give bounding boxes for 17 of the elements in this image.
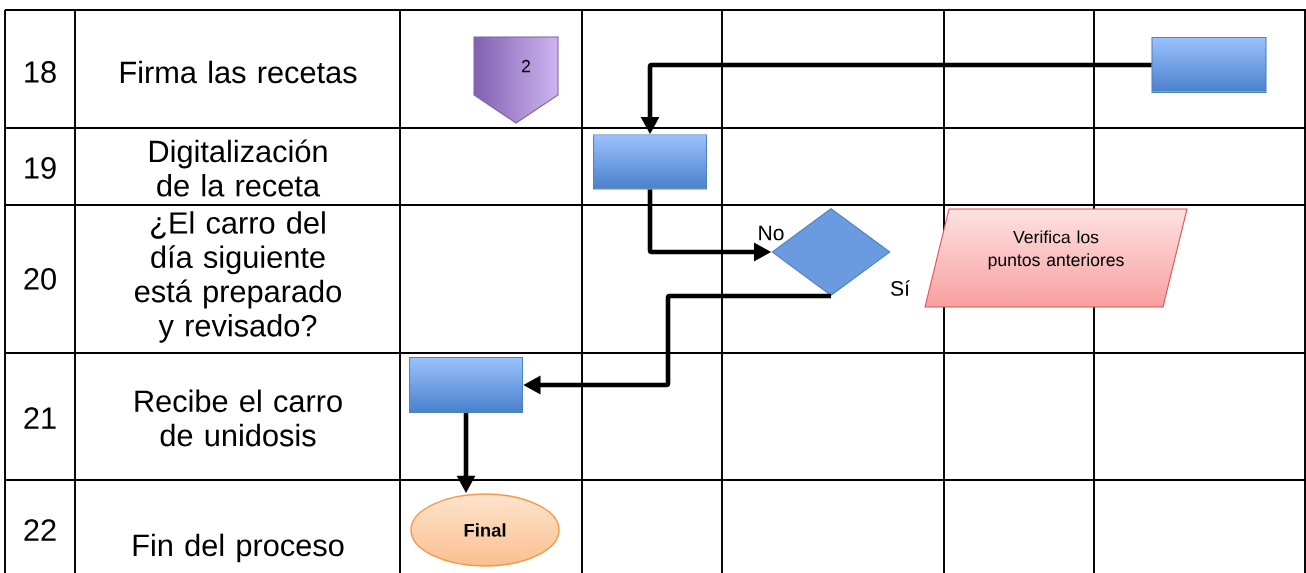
off-page-connector: 2 xyxy=(473,36,559,124)
branch-label: No xyxy=(759,225,784,241)
row-number: 19 xyxy=(25,157,56,179)
row-number: 22 xyxy=(24,519,56,541)
row-number: 20 xyxy=(24,268,56,290)
step-text: Firma las recetas xyxy=(120,60,357,84)
process-box xyxy=(593,134,708,190)
process-box xyxy=(409,356,524,413)
row-number: 18 xyxy=(25,61,56,83)
step-text: Fin del proceso xyxy=(133,533,344,563)
step-text: ¿El carro del día siguiente está preparado y revisado? xyxy=(135,211,341,343)
process-box xyxy=(1151,36,1267,94)
row-number: 21 xyxy=(24,407,56,429)
data-parallelogram: Verifica los puntos anteriores xyxy=(924,208,1188,308)
step-text: Digitalización de la receta xyxy=(149,139,327,197)
step-text: Recibe el carro de unidosis xyxy=(135,389,342,447)
branch-label: Sí xyxy=(891,280,910,296)
